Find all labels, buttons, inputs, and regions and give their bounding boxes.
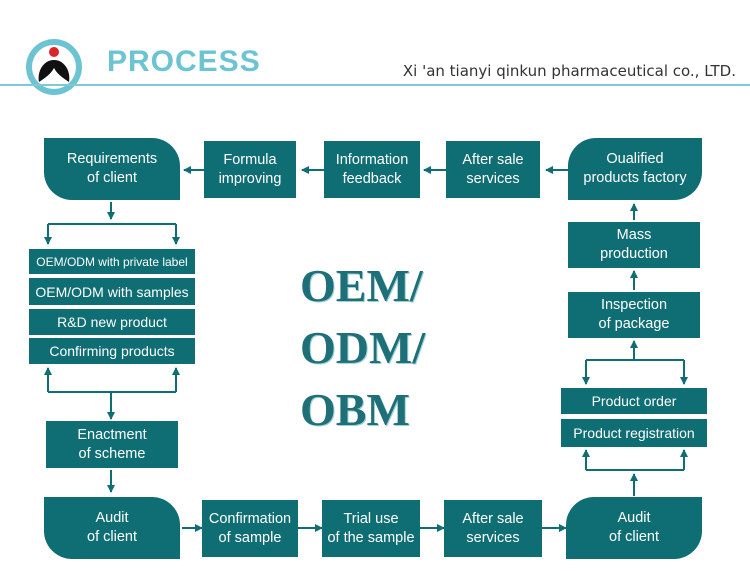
after-sale-services-top-box: After sale services <box>446 141 540 198</box>
option-rd-new-product: R&D new product <box>29 309 195 335</box>
option-product-registration: Product registration <box>561 419 707 447</box>
option-confirming-products: Confirming products <box>29 338 195 364</box>
requirements-of-client-box: Requirements of client <box>44 138 180 200</box>
enactment-of-scheme-box: Enactment of scheme <box>46 421 178 468</box>
qualified-products-factory-box: Oualified products factory <box>568 138 702 200</box>
mass-production-box: Mass production <box>568 222 700 268</box>
audit-of-client-right-box: Audit of client <box>566 497 702 559</box>
after-sale-services-bottom-box: After sale services <box>444 500 542 557</box>
information-feedback-box: Information feedback <box>324 141 420 198</box>
company-logo-icon <box>26 39 82 95</box>
option-samples: OEM/ODM with samples <box>29 278 195 305</box>
option-product-order: Product order <box>561 388 707 414</box>
center-line-odm: ODM/ <box>300 322 426 373</box>
brand-title: PROCESS <box>107 45 261 78</box>
trial-use-of-sample-box: Trial use of the sample <box>322 500 420 557</box>
confirmation-of-sample-box: Confirmation of sample <box>202 500 298 557</box>
audit-of-client-left-box: Audit of client <box>44 497 180 559</box>
center-line-oem: OEM/ <box>300 260 423 311</box>
inspection-of-package-box: Inspection of package <box>568 292 700 338</box>
center-oem-odm-obm: OEM/ ODM/ OBM <box>300 255 425 441</box>
center-line-obm: OBM <box>300 384 410 435</box>
formula-improving-box: Formula improving <box>204 141 296 198</box>
header-divider <box>0 84 750 86</box>
option-private-label: OEM/ODM with private label <box>29 249 195 274</box>
company-name: Xi 'an tianyi qinkun pharmaceutical co.,… <box>402 62 736 80</box>
